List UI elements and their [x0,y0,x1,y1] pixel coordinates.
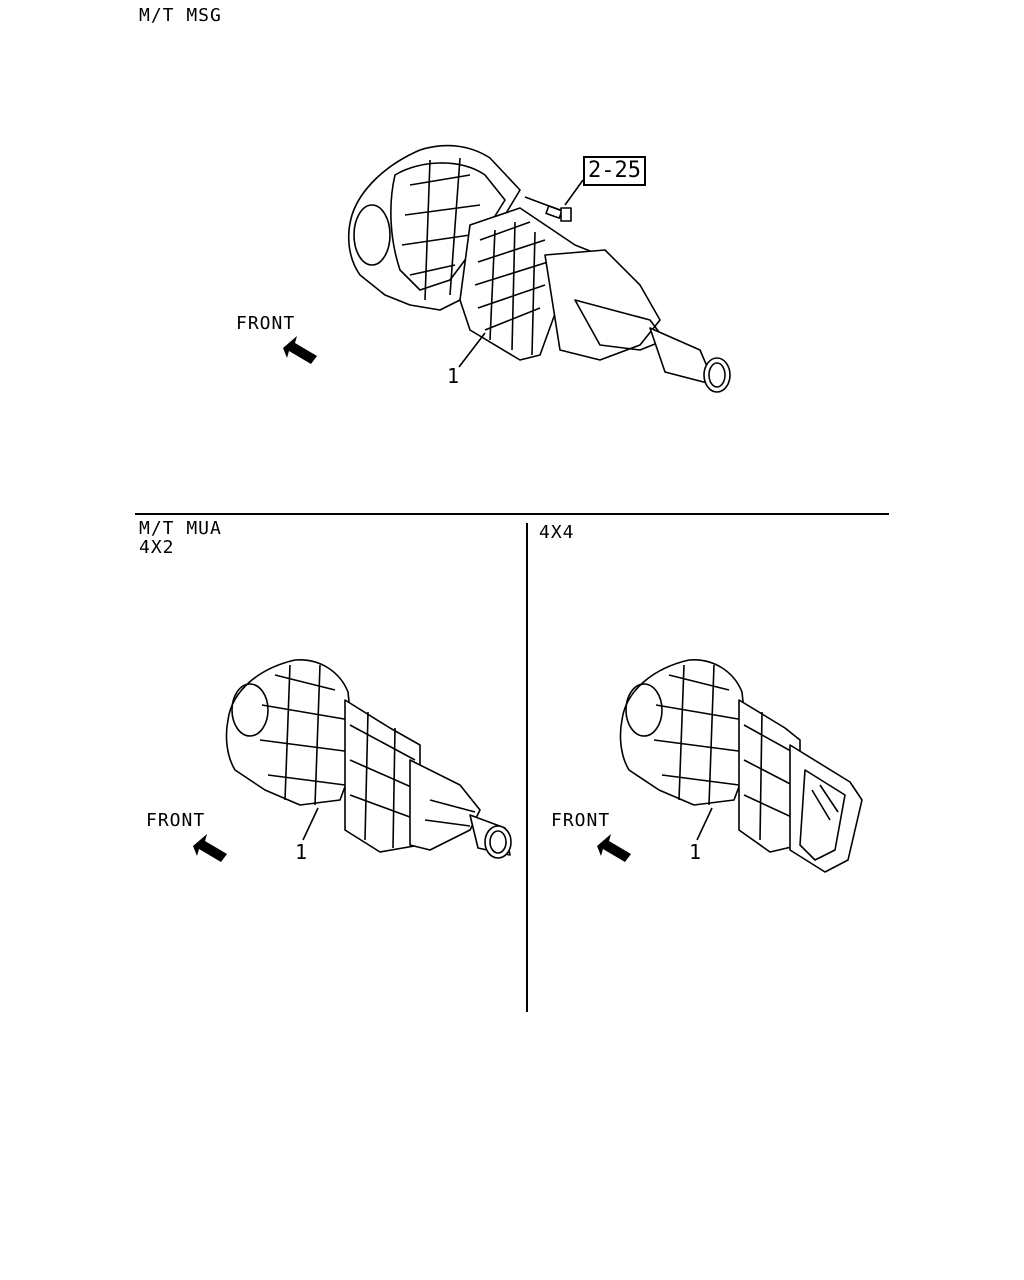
front-arrow-icon [597,834,631,862]
callout-leader-line [696,807,713,841]
transmission-illustration [347,144,731,393]
front-arrow-icon [283,336,317,364]
4x4-title: 4X4 [539,522,575,543]
reference-leader-line [564,179,584,206]
msg-front-label: FRONT [236,313,296,334]
msg-title: M/T MSG [139,5,222,26]
4x4-callout-1: 1 [689,840,702,864]
4x4-front-label: FRONT [551,810,611,831]
transmission-illustration [225,659,512,859]
callout-leader-line [302,807,319,841]
front-arrow-icon [193,834,227,862]
mua-callout-1: 1 [295,840,308,864]
mua-subtitle: 4X2 [139,537,175,558]
callout-leader-line [458,332,486,368]
msg-reference-box[interactable]: 2-25 [583,156,646,187]
transmission-illustration [619,659,863,873]
mua-title: M/T MUA [139,518,222,539]
msg-callout-1: 1 [447,364,460,388]
mua-front-label: FRONT [146,810,206,831]
